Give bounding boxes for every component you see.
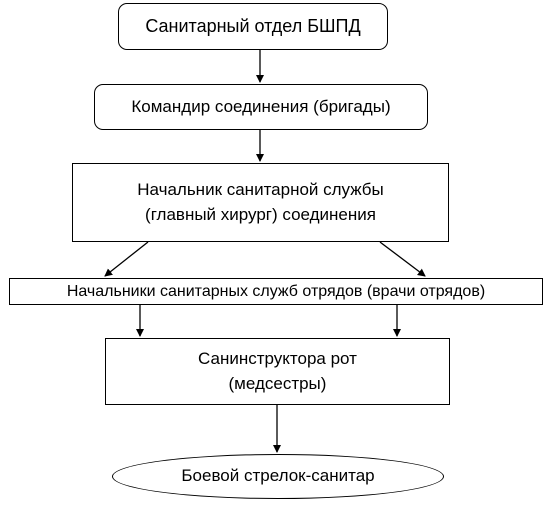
arrow-chief-to-detachments-left — [104, 241, 149, 277]
node-chief-medical-line2: (главный хирург) соединения — [145, 204, 376, 224]
node-detachment-chiefs: Начальники санитарных служб отрядов (вра… — [9, 278, 543, 305]
node-chief-medical: Начальник санитарной службы (главный хир… — [72, 163, 449, 242]
node-rifleman-medic-label: Боевой стрелок-санитар — [181, 466, 375, 486]
node-chief-medical-line1: Начальник санитарной службы — [137, 179, 384, 199]
node-commander: Командир соединения (бригады) — [94, 84, 428, 130]
node-sanitary-dept-label: Санитарный отдел БШПД — [145, 16, 361, 37]
node-sanitary-dept: Санитарный отдел БШПД — [118, 3, 388, 50]
node-detachment-chiefs-label: Начальники санитарных служб отрядов (вра… — [66, 282, 486, 300]
node-commander-label: Командир соединения (бригады) — [131, 96, 391, 116]
node-rifleman-medic: Боевой стрелок-санитар — [112, 454, 444, 499]
arrow-chief-to-detachments-right — [379, 241, 426, 277]
node-company-instructors: Санинструктора рот (медсестры) — [105, 338, 450, 405]
node-company-instructors-line2: (медсестры) — [228, 373, 327, 393]
node-company-instructors-line1: Санинструктора рот — [198, 348, 357, 368]
